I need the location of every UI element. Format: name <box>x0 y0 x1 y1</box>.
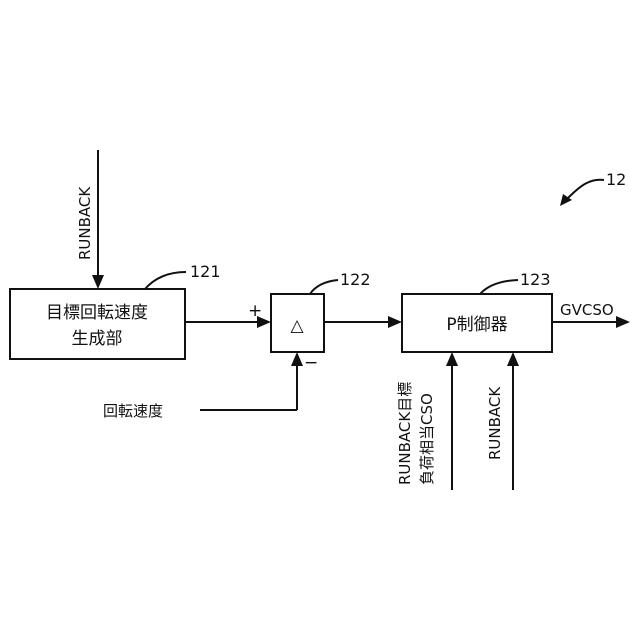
figure-ref-label: 12 <box>606 170 626 189</box>
runback-top-arrowhead <box>92 275 104 289</box>
generator-ref-leader <box>145 272 186 289</box>
controller-ref-label: 123 <box>520 270 551 289</box>
generator-line1: 目標回転速度 <box>46 303 148 323</box>
generator-line2: 生成部 <box>72 329 123 349</box>
runback-right-label: RUNBACK <box>486 386 504 460</box>
subtractor-to-controller-arrowhead <box>388 316 402 328</box>
subtractor-symbol: △ <box>290 316 304 336</box>
p-controller-label: P制御器 <box>446 315 507 335</box>
controller-ref-leader <box>480 280 518 294</box>
runback-right-arrowhead <box>507 352 519 366</box>
generator-ref-label: 121 <box>190 262 221 281</box>
figure-ref-leader <box>568 180 604 198</box>
runback-target-arrowhead <box>446 352 458 366</box>
output-arrowhead <box>616 316 630 328</box>
runback-top-label: RUNBACK <box>76 186 94 260</box>
runback-target-line2: 負荷相当CSO <box>418 393 436 485</box>
output-label: GVCSO <box>560 301 614 319</box>
minus-sign: − <box>304 353 318 373</box>
subtractor-ref-leader <box>310 280 338 294</box>
rotation-speed-arrowhead <box>291 352 303 366</box>
plus-sign: + <box>248 301 262 321</box>
runback-target-line1: RUNBACK目標 <box>396 382 414 485</box>
rotation-speed-label: 回転速度 <box>103 402 163 420</box>
subtractor-ref-label: 122 <box>340 270 371 289</box>
